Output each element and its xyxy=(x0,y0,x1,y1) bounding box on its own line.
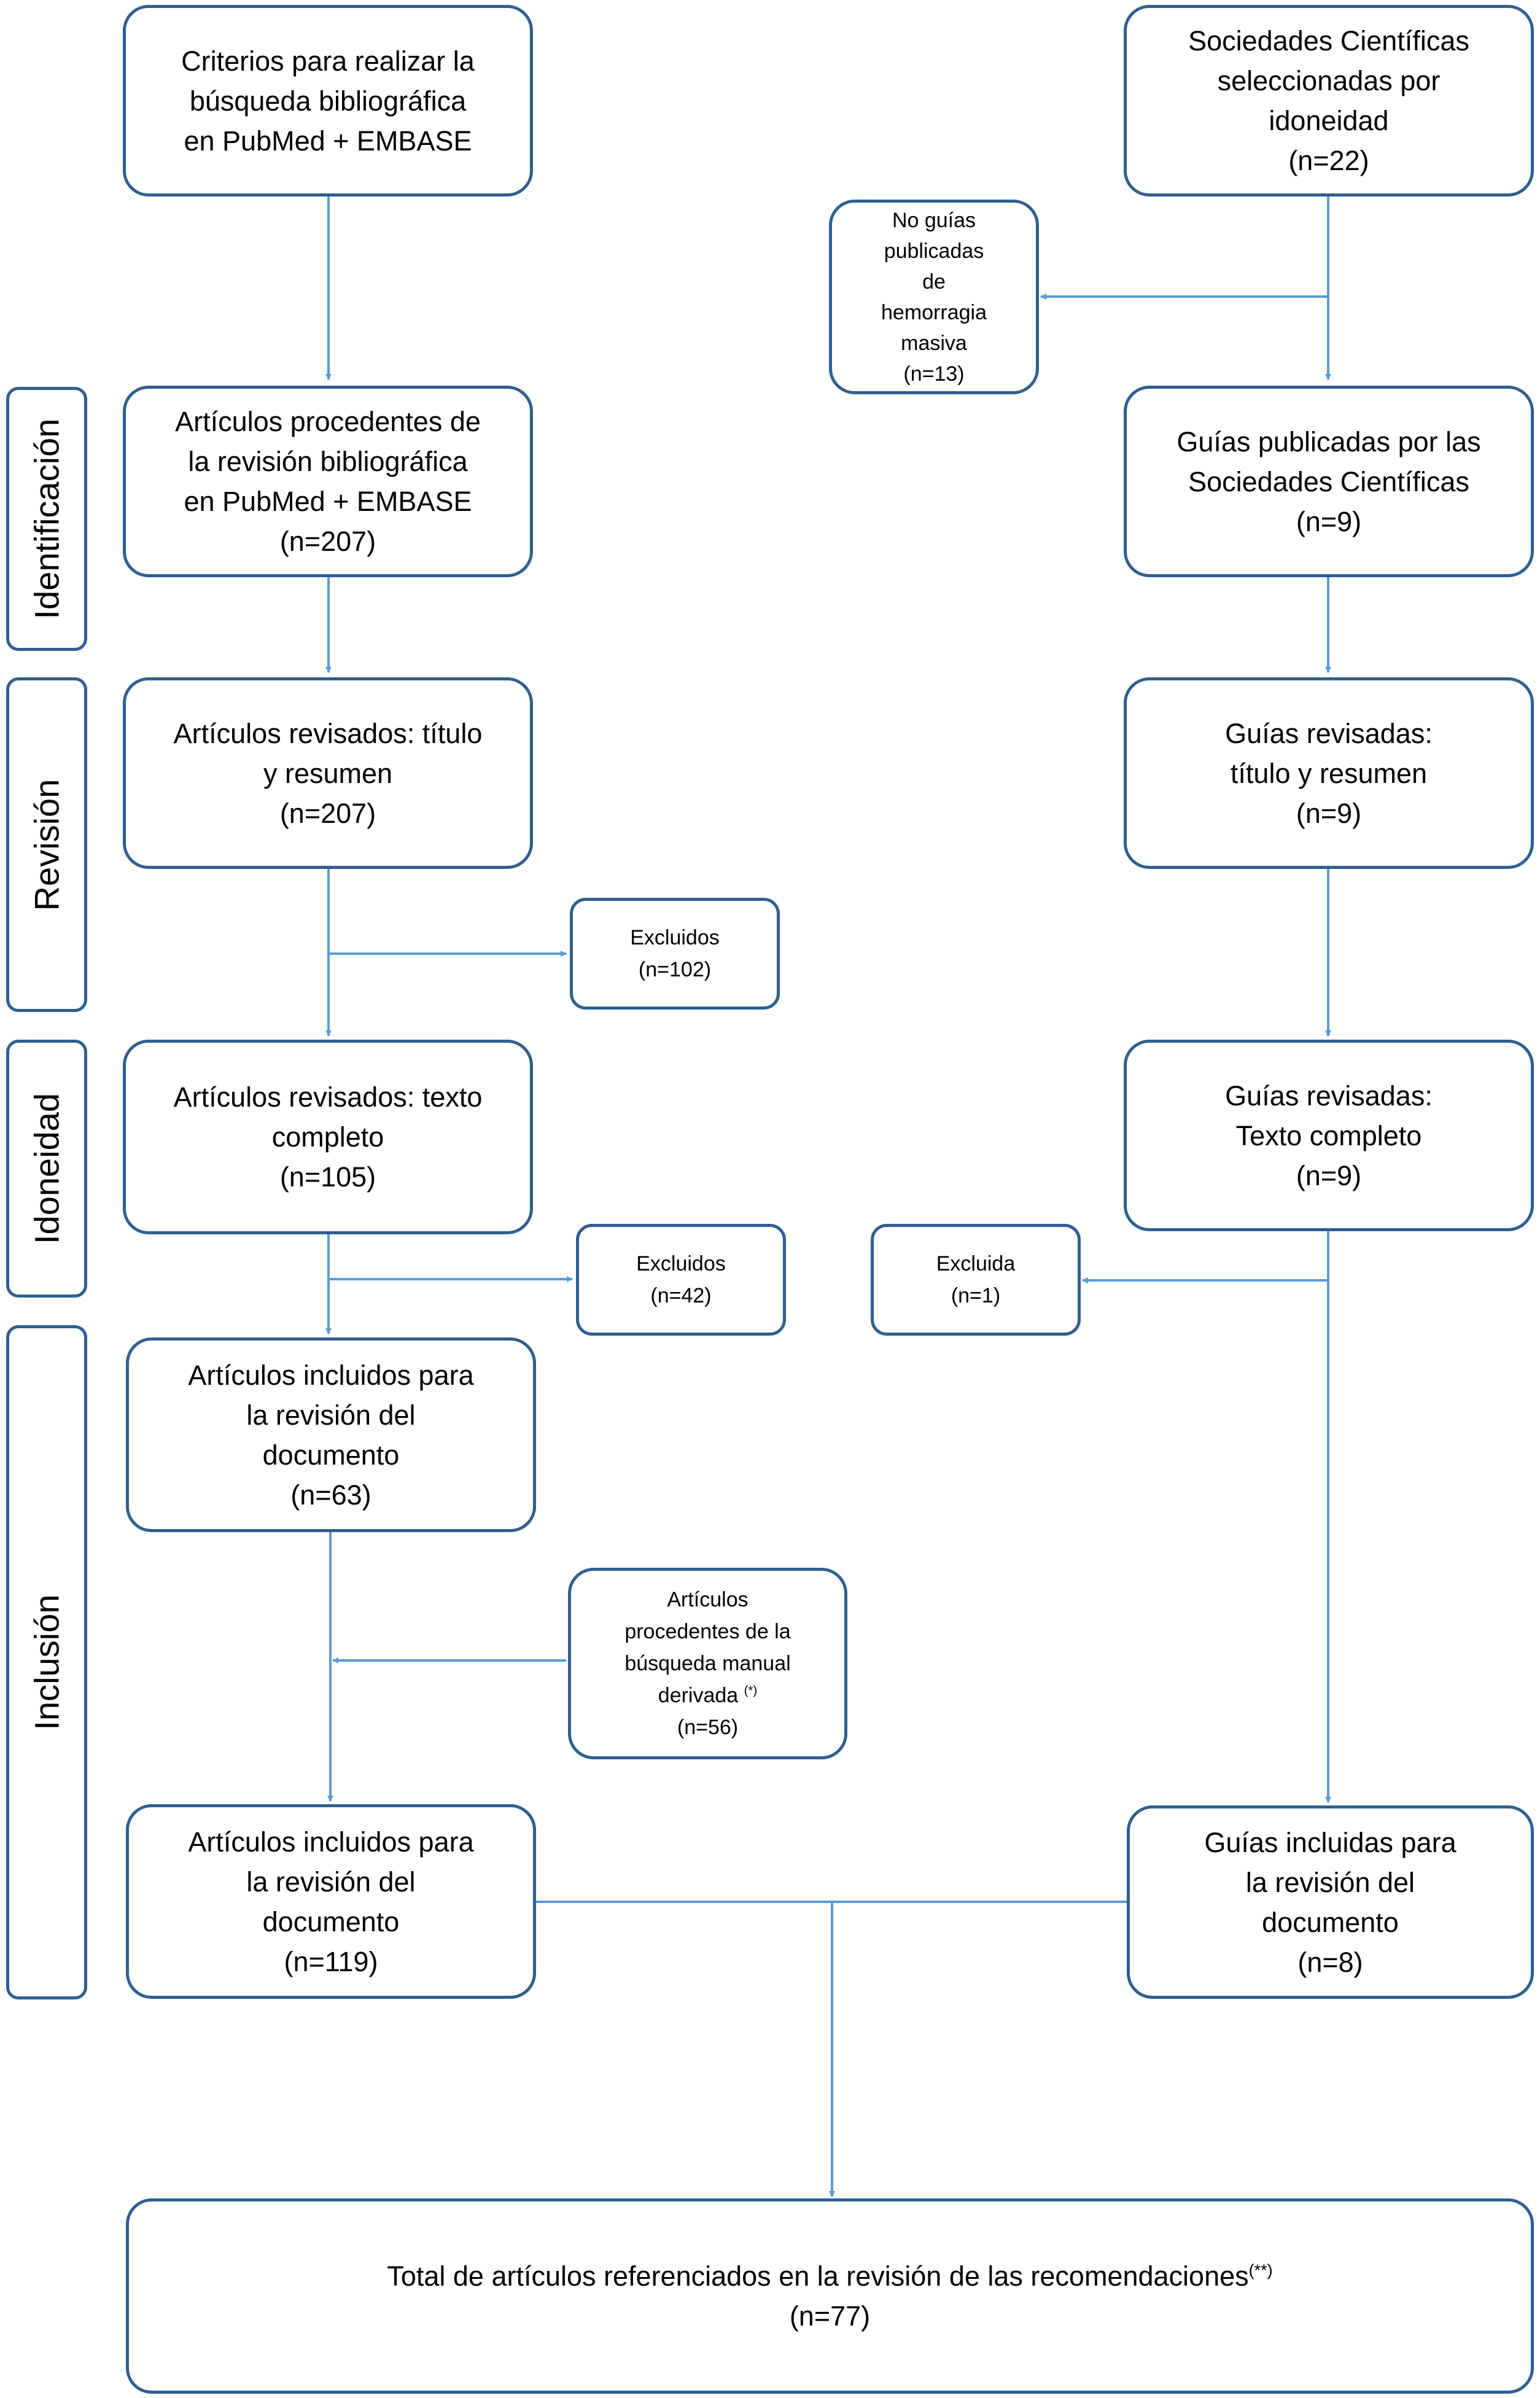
stage-identificacion: Identificación xyxy=(6,387,87,651)
total-text: Total de artículos referenciados en la r… xyxy=(387,2260,1249,2292)
manual-box: Artículos procedentes de la búsqueda man… xyxy=(568,1568,847,1759)
total-content: Total de artículos referenciados en la r… xyxy=(387,2256,1272,2336)
stage-inclusion: Inclusión xyxy=(6,1325,87,1999)
procedentes-box: Artículos procedentes de la revisión bib… xyxy=(123,386,533,577)
criterios-text: Criterios para realizar la búsqueda bibl… xyxy=(181,45,475,157)
no-guias-text: No guías publicadas de hemorragia masiva… xyxy=(881,208,987,386)
manual-footnote-mark: (*) xyxy=(744,1684,758,1698)
guias-texto-text: Guías revisadas: Texto completo (n=9) xyxy=(1225,1080,1433,1191)
excluida-box: Excluida (n=1) xyxy=(871,1224,1081,1336)
total-count: (n=77) xyxy=(789,2300,871,2332)
stage-revision: Revisión xyxy=(6,677,87,1012)
no-guias-box: No guías publicadas de hemorragia masiva… xyxy=(829,200,1039,394)
excluidos-2-text: Excluidos (n=42) xyxy=(636,1252,726,1307)
revisados-texto-box: Artículos revisados: texto completo (n=1… xyxy=(123,1040,533,1234)
incluidos-119-box: Artículos incluidos para la revisión del… xyxy=(126,1804,536,1999)
procedentes-text: Artículos procedentes de la revisión bib… xyxy=(175,406,481,557)
stage-inclusion-label: Inclusión xyxy=(27,1594,66,1730)
revisados-titulo-box: Artículos revisados: título y resumen (n… xyxy=(123,677,533,869)
total-box: Total de artículos referenciados en la r… xyxy=(126,2198,1534,2394)
guias-titulo-text: Guías revisadas: título y resumen (n=9) xyxy=(1225,717,1433,829)
stage-idoneidad-label: Idoneidad xyxy=(27,1092,66,1245)
guias-publicadas-text: Guías publicadas por las Sociedades Cien… xyxy=(1176,426,1481,537)
incluidos-119-text: Artículos incluidos para la revisión del… xyxy=(188,1826,474,1977)
manual-text: Artículos procedentes de la búsqueda man… xyxy=(624,1588,791,1707)
revisados-texto-text: Artículos revisados: texto completo (n=1… xyxy=(173,1081,483,1193)
excluida-text: Excluida (n=1) xyxy=(936,1252,1016,1307)
criterios-box: Criterios para realizar la búsqueda bibl… xyxy=(123,5,533,197)
excluidos-1-text: Excluidos (n=102) xyxy=(630,926,720,981)
revisados-titulo-text: Artículos revisados: título y resumen (n… xyxy=(173,717,483,829)
guias-publicadas-box: Guías publicadas por las Sociedades Cien… xyxy=(1124,386,1534,577)
excluidos-1-box: Excluidos (n=102) xyxy=(570,898,780,1010)
incluidos-63-box: Artículos incluidos para la revisión del… xyxy=(126,1337,536,1532)
guias-texto-box: Guías revisadas: Texto completo (n=9) xyxy=(1124,1040,1534,1231)
excluidos-2-box: Excluidos (n=42) xyxy=(576,1224,786,1336)
incluidos-63-text: Artículos incluidos para la revisión del… xyxy=(188,1359,474,1511)
guias-incluidas-box: Guías incluidas para la revisión del doc… xyxy=(1127,1805,1534,1999)
sociedades-text: Sociedades Científicas seleccionadas por… xyxy=(1188,25,1469,176)
stage-identificacion-label: Identificación xyxy=(27,418,66,620)
guias-incluidas-text: Guías incluidas para la revisión del doc… xyxy=(1204,1826,1456,1978)
stage-revision-label: Revisión xyxy=(27,779,66,911)
manual-content: Artículos procedentes de la búsqueda man… xyxy=(624,1584,790,1743)
total-footnote-mark: (**) xyxy=(1248,2261,1273,2279)
guias-titulo-box: Guías revisadas: título y resumen (n=9) xyxy=(1124,677,1534,869)
manual-count: (n=56) xyxy=(677,1716,739,1739)
sociedades-box: Sociedades Científicas seleccionadas por… xyxy=(1124,5,1534,197)
stage-idoneidad: Idoneidad xyxy=(6,1040,87,1298)
